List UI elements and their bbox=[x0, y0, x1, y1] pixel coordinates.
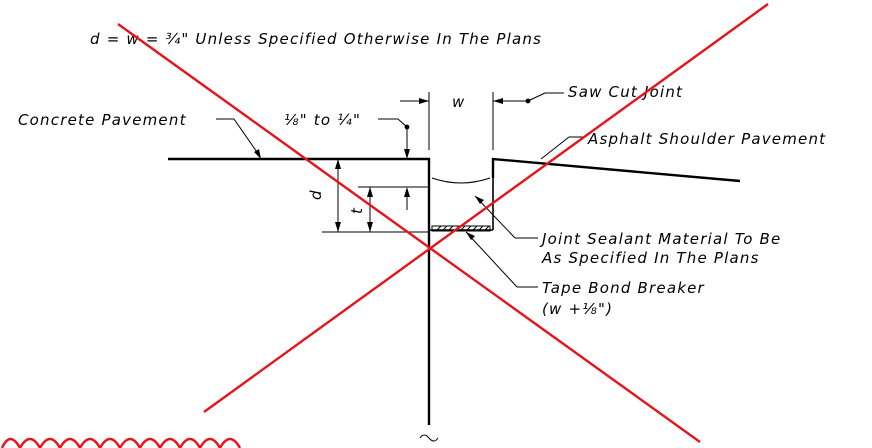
gap-range-label: ⅛" to ¼" bbox=[284, 111, 361, 129]
red-cross-line-2 bbox=[203, 3, 769, 413]
saw-cut-joint-label: Saw Cut Joint bbox=[568, 83, 683, 101]
revision-cloud bbox=[0, 437, 242, 448]
d-dimension: d bbox=[307, 158, 429, 233]
dimension-note: d = w = ¾" Unless Specified Otherwise In… bbox=[90, 30, 542, 48]
tape-bond-leader: Tape Bond Breaker (w +⅛") bbox=[465, 231, 705, 318]
concrete-pavement-leader: Concrete Pavement bbox=[18, 111, 261, 159]
red-cross-line-1 bbox=[117, 23, 701, 443]
concrete-pavement-label: Concrete Pavement bbox=[18, 111, 187, 129]
joint-sealant-leader: Joint Sealant Material To Be As Specifie… bbox=[474, 195, 781, 267]
gap-range-leader: ⅛" to ¼" bbox=[284, 111, 410, 159]
tape-bond-line2: (w +⅛") bbox=[542, 300, 613, 318]
t-dimension: t bbox=[348, 186, 429, 232]
w-dimension: w bbox=[400, 92, 528, 150]
joint-sealant-line2: As Specified In The Plans bbox=[541, 249, 760, 267]
sealant-meniscus bbox=[431, 177, 491, 184]
joint-sealant-line1: Joint Sealant Material To Be bbox=[539, 230, 781, 248]
tape-bond-line1: Tape Bond Breaker bbox=[542, 279, 705, 297]
t-label: t bbox=[348, 207, 366, 214]
w-label: w bbox=[452, 93, 465, 111]
saw-cut-leader: Saw Cut Joint bbox=[525, 83, 683, 104]
asphalt-shoulder-label: Asphalt Shoulder Pavement bbox=[587, 130, 826, 148]
asphalt-shoulder-edge bbox=[491, 157, 741, 183]
asphalt-shoulder-leader: Asphalt Shoulder Pavement bbox=[540, 130, 826, 160]
concrete-pavement-edge bbox=[168, 157, 431, 425]
d-label: d bbox=[307, 189, 325, 200]
break-symbol bbox=[419, 434, 439, 442]
